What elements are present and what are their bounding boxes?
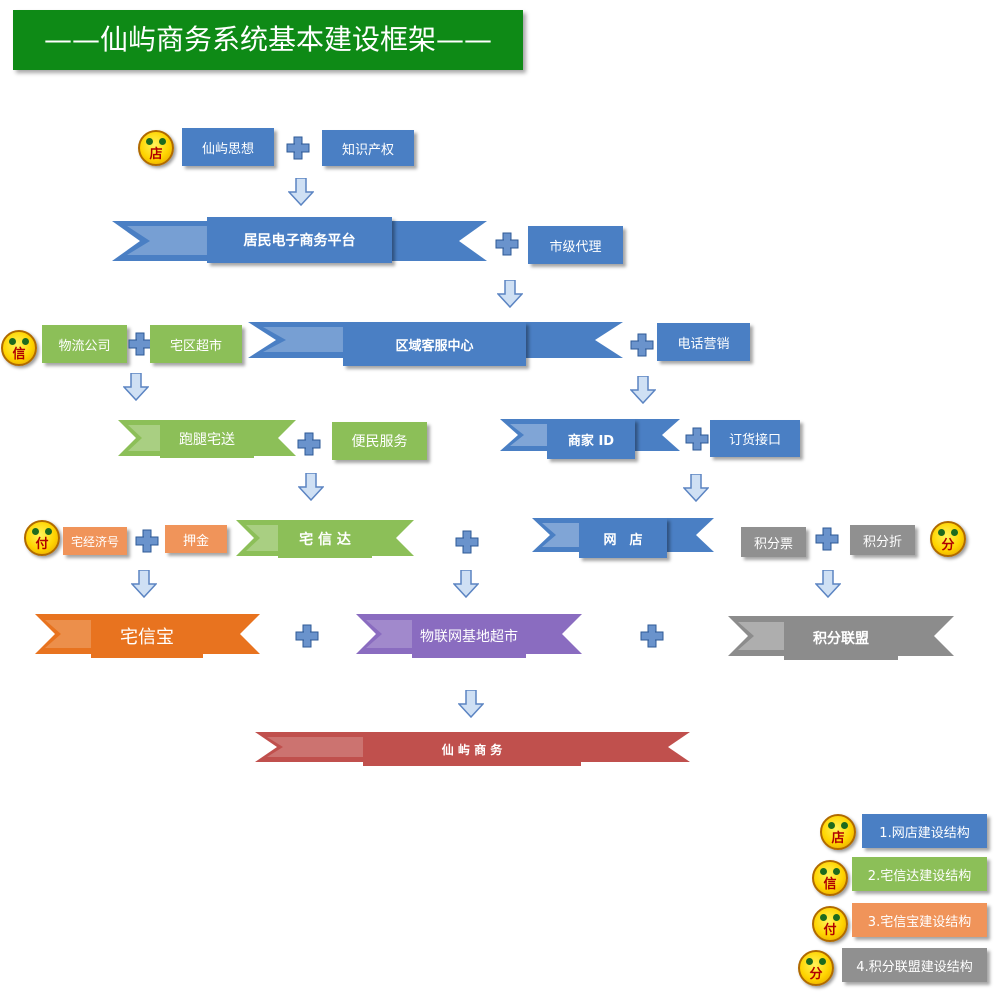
- node-zhishi-chanquan: 知识产权: [322, 130, 414, 166]
- banner-zhaixinbao: 宅信宝: [35, 612, 260, 660]
- legend-badge-fen-icon: 分: [798, 950, 834, 986]
- badge-char: 店: [149, 147, 163, 162]
- legend-badge-dian-icon: 店: [820, 814, 856, 850]
- plus-icon: [815, 527, 839, 551]
- badge-dian-icon: 店: [138, 130, 174, 166]
- banner-paotui: 跑腿宅送: [118, 418, 296, 460]
- banner-ribbon-shape: [236, 520, 414, 556]
- banner-ribbon-shape: [112, 221, 487, 261]
- down-arrow-icon: [123, 373, 149, 401]
- node-xianyu-sixiang: 仙屿思想: [182, 128, 274, 166]
- node-wangdian: 网 店: [579, 518, 667, 558]
- banner-ribbon-shape: [255, 732, 690, 762]
- banner-ribbon-shape: [35, 614, 260, 654]
- down-arrow-icon: [131, 570, 157, 598]
- node-zhaijingji-hao: 宅经济号: [63, 527, 127, 555]
- down-arrow-icon: [298, 473, 324, 501]
- plus-icon: [685, 427, 709, 451]
- page-title: ——仙屿商务系统基本建设框架——: [13, 10, 523, 70]
- banner-ribbon-shape: [248, 322, 623, 358]
- node-zhaiqu-chaoshi: 宅区超市: [150, 325, 242, 363]
- node-dianhua-yingxiao: 电话营销: [657, 323, 750, 361]
- node-bianmin-fuwu: 便民服务: [332, 422, 427, 460]
- badge-char: 分: [941, 538, 955, 553]
- node-xianyu-shangwu: 仙 屿 商 务: [363, 732, 581, 766]
- badge-char: 分: [809, 967, 823, 982]
- plus-icon: [455, 530, 479, 554]
- node-jifen-zhe: 积分折: [850, 525, 915, 555]
- banner-shangjia-id: 商家 ID: [500, 415, 680, 461]
- node-dinghuo-jiekou: 订货接口: [710, 420, 800, 457]
- badge-xin-icon: 信: [1, 330, 37, 366]
- down-arrow-icon: [458, 690, 484, 718]
- banner-jumin-platform: 居民电子商务平台: [112, 217, 487, 267]
- badge-char: 信: [823, 877, 837, 892]
- node-zhaixinbao: 宅信宝: [91, 614, 203, 658]
- node-paotui-zhaisong: 跑腿宅送: [160, 420, 254, 458]
- node-yajin: 押金: [165, 525, 227, 553]
- node-zhaixinda: 宅 信 达: [278, 520, 372, 558]
- legend-item-1: 1.网店建设结构: [862, 814, 987, 848]
- down-arrow-icon: [453, 570, 479, 598]
- banner-jifen-lianmeng: 积分联盟: [728, 614, 954, 662]
- banner-ribbon-shape: [532, 518, 714, 552]
- node-wulianwang: 物联网基地超市: [412, 614, 526, 658]
- legend-item-2: 2.宅信达建设结构: [852, 857, 987, 891]
- banner-zhaixinda: 宅 信 达: [236, 518, 414, 560]
- node-shangjia-id: 商家 ID: [547, 419, 635, 459]
- legend-badge-fu-icon: 付: [812, 906, 848, 942]
- banner-ribbon-shape: [728, 616, 954, 656]
- badge-fu-icon: 付: [24, 520, 60, 556]
- plus-icon: [135, 529, 159, 553]
- node-shiji-daili: 市级代理: [528, 226, 623, 264]
- badge-char: 店: [831, 831, 845, 846]
- plus-icon: [286, 136, 310, 160]
- node-wuliu-gongsi: 物流公司: [42, 325, 127, 363]
- node-jumin-platform: 居民电子商务平台: [207, 217, 392, 263]
- legend-badge-xin-icon: 信: [812, 860, 848, 896]
- banner-xianyu-shangwu: 仙 屿 商 务: [255, 728, 690, 768]
- legend-item-3: 3.宅信宝建设结构: [852, 903, 987, 937]
- badge-char: 信: [12, 347, 26, 362]
- plus-icon: [495, 232, 519, 256]
- banner-wulianwang: 物联网基地超市: [356, 612, 582, 660]
- plus-icon: [630, 333, 654, 357]
- down-arrow-icon: [815, 570, 841, 598]
- badge-char: 付: [35, 537, 49, 552]
- down-arrow-icon: [288, 178, 314, 206]
- legend-item-4: 4.积分联盟建设结构: [842, 948, 987, 982]
- badge-fen-icon: 分: [930, 521, 966, 557]
- banner-ribbon-shape: [356, 614, 582, 654]
- down-arrow-icon: [683, 474, 709, 502]
- down-arrow-icon: [630, 376, 656, 404]
- banner-wangdian: 网 店: [532, 514, 714, 560]
- badge-char: 付: [823, 923, 837, 938]
- plus-icon: [297, 432, 321, 456]
- node-jifen-lianmeng: 积分联盟: [784, 616, 898, 660]
- plus-icon: [128, 332, 152, 356]
- node-jifen-piao: 积分票: [741, 527, 806, 557]
- down-arrow-icon: [497, 280, 523, 308]
- banner-quyu-kefu: 区域客服中心: [248, 318, 623, 368]
- banner-ribbon-shape: [118, 420, 296, 456]
- plus-icon: [640, 624, 664, 648]
- plus-icon: [295, 624, 319, 648]
- banner-ribbon-shape: [500, 419, 680, 451]
- node-quyu-kefu: 区域客服中心: [343, 322, 526, 366]
